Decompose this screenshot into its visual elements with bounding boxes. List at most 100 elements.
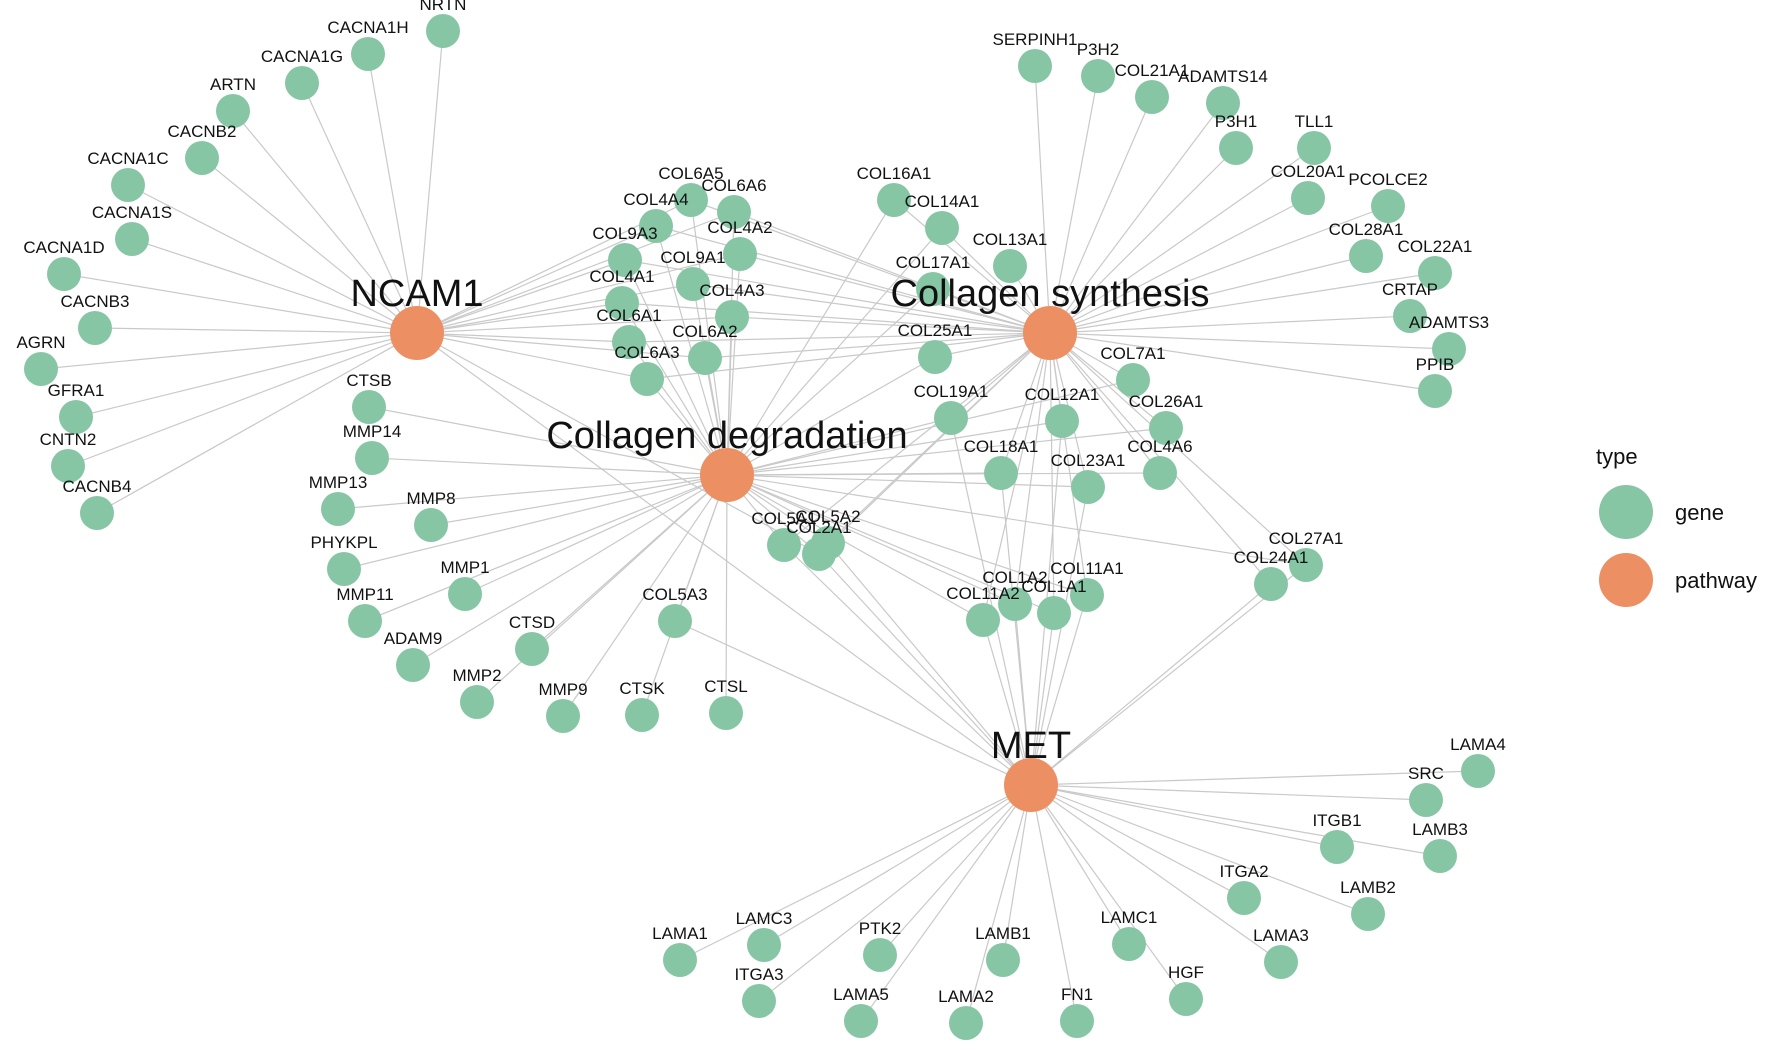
gene-node-tll1[interactable] (1297, 131, 1331, 165)
gene-node-col17a1[interactable] (916, 272, 950, 306)
gene-node-col18a1[interactable] (984, 456, 1018, 490)
gene-node-col6a5[interactable] (674, 183, 708, 217)
gene-node-col6a6[interactable] (717, 195, 751, 229)
gene-node-lamc1[interactable] (1112, 927, 1146, 961)
gene-node-cntn2[interactable] (51, 449, 85, 483)
gene-node-fn1[interactable] (1060, 1004, 1094, 1038)
gene-node-col9a3[interactable] (608, 243, 642, 277)
gene-node-col1a2[interactable] (998, 587, 1032, 621)
gene-node-lamb2[interactable] (1351, 897, 1385, 931)
gene-node-col22a1[interactable] (1418, 256, 1452, 290)
gene-node-col4a6[interactable] (1143, 456, 1177, 490)
gene-node-col11a2[interactable] (966, 603, 1000, 637)
gene-node-cacnb3[interactable] (78, 311, 112, 345)
gene-node-hgf[interactable] (1169, 982, 1203, 1016)
gene-node-agrn[interactable] (24, 352, 58, 386)
gene-node-artn[interactable] (216, 94, 250, 128)
gene-node-adamts14[interactable] (1206, 86, 1240, 120)
gene-node-col28a1[interactable] (1349, 239, 1383, 273)
gene-node-lama4[interactable] (1461, 754, 1495, 788)
gene-node-col25a1[interactable] (918, 340, 952, 374)
gene-node-col5a3[interactable] (658, 604, 692, 638)
gene-node-mmp1[interactable] (448, 577, 482, 611)
gene-node-itga3[interactable] (742, 984, 776, 1018)
gene-node-cacna1h[interactable] (351, 37, 385, 71)
gene-node-col26a1[interactable] (1149, 411, 1183, 445)
gene-node-col7a1[interactable] (1116, 363, 1150, 397)
gene-node-mmp13[interactable] (321, 492, 355, 526)
gene-node-adamts3[interactable] (1432, 332, 1466, 366)
edge-met-lama4 (1030, 770, 1479, 786)
gene-label-ctsb: CTSB (346, 371, 391, 390)
gene-node-col5a1[interactable] (767, 528, 801, 562)
gene-node-col4a4[interactable] (639, 209, 673, 243)
gene-node-lama2[interactable] (949, 1006, 983, 1040)
gene-node-ctsb[interactable] (352, 390, 386, 424)
gene-node-col24a1[interactable] (1254, 567, 1288, 601)
gene-node-col9a1[interactable] (676, 267, 710, 301)
gene-node-cacna1c[interactable] (111, 168, 145, 202)
gene-node-cacna1d[interactable] (47, 257, 81, 291)
gene-node-col6a3[interactable] (630, 362, 664, 396)
gene-node-ctsd[interactable] (515, 632, 549, 666)
gene-node-col20a1[interactable] (1291, 181, 1325, 215)
gene-node-lama5[interactable] (844, 1004, 878, 1038)
gene-node-lama3[interactable] (1264, 945, 1298, 979)
gene-node-mmp14[interactable] (355, 441, 389, 475)
gene-node-col6a2[interactable] (688, 341, 722, 375)
gene-node-col23a1[interactable] (1071, 470, 1105, 504)
gene-node-adam9[interactable] (396, 648, 430, 682)
gene-node-ctsl[interactable] (709, 696, 743, 730)
gene-node-lamb3[interactable] (1423, 839, 1457, 873)
gene-node-cacna1g[interactable] (285, 66, 319, 100)
gene-node-lama1[interactable] (663, 943, 697, 977)
gene-node-col13a1[interactable] (993, 249, 1027, 283)
gene-node-cacnb2[interactable] (185, 141, 219, 175)
gene-node-col4a2[interactable] (723, 237, 757, 271)
edge-collagen-synthesis-col22a1 (1049, 272, 1436, 334)
gene-node-mmp9[interactable] (546, 699, 580, 733)
gene-node-col6a1[interactable] (612, 325, 646, 359)
gene-node-col19a1[interactable] (934, 401, 968, 435)
gene-node-itga2[interactable] (1227, 881, 1261, 915)
gene-node-lamb1[interactable] (986, 943, 1020, 977)
gene-node-col14a1[interactable] (925, 211, 959, 245)
gene-label-itgb1: ITGB1 (1312, 811, 1361, 830)
gene-node-p3h2[interactable] (1081, 59, 1115, 93)
gene-node-col1a1[interactable] (1037, 596, 1071, 630)
gene-node-col16a1[interactable] (877, 183, 911, 217)
gene-node-col11a1[interactable] (1070, 578, 1104, 612)
edge-met-lamb2 (1030, 784, 1369, 915)
gene-node-mmp2[interactable] (460, 685, 494, 719)
gene-node-serpinh1[interactable] (1018, 49, 1052, 83)
gene-node-nrtn[interactable] (426, 14, 460, 48)
gene-label-col27a1: COL27A1 (1269, 529, 1344, 548)
gene-node-col2a1[interactable] (802, 537, 836, 571)
gene-node-itgb1[interactable] (1320, 830, 1354, 864)
gene-node-col4a3[interactable] (715, 300, 749, 334)
gene-node-mmp8[interactable] (414, 508, 448, 542)
gene-node-col21a1[interactable] (1135, 80, 1169, 114)
gene-node-col12a1[interactable] (1045, 404, 1079, 438)
gene-node-src[interactable] (1409, 783, 1443, 817)
gene-node-ppib[interactable] (1418, 374, 1452, 408)
gene-node-ctsk[interactable] (625, 698, 659, 732)
label-layer: NRTNCACNA1HCACNA1GARTNCACNB2CACNA1CCACNA… (16, 0, 1505, 1006)
pathway-node-ncam1[interactable] (390, 306, 444, 360)
gene-node-col4a1[interactable] (605, 286, 639, 320)
gene-node-mmp11[interactable] (348, 604, 382, 638)
pathway-node-collagen-synthesis[interactable] (1023, 306, 1077, 360)
gene-node-col27a1[interactable] (1289, 548, 1323, 582)
gene-node-gfra1[interactable] (59, 400, 93, 434)
gene-node-cacnb4[interactable] (80, 496, 114, 530)
gene-node-p3h1[interactable] (1219, 131, 1253, 165)
gene-node-pcolce2[interactable] (1371, 189, 1405, 223)
gene-label-col6a5: COL6A5 (658, 164, 723, 183)
pathway-node-met[interactable] (1004, 758, 1058, 812)
gene-node-ptk2[interactable] (863, 938, 897, 972)
gene-node-phykpl[interactable] (327, 552, 361, 586)
gene-node-cacna1s[interactable] (115, 222, 149, 256)
pathway-node-collagen-degradation[interactable] (700, 448, 754, 502)
gene-node-crtap[interactable] (1393, 299, 1427, 333)
gene-node-lamc3[interactable] (747, 928, 781, 962)
